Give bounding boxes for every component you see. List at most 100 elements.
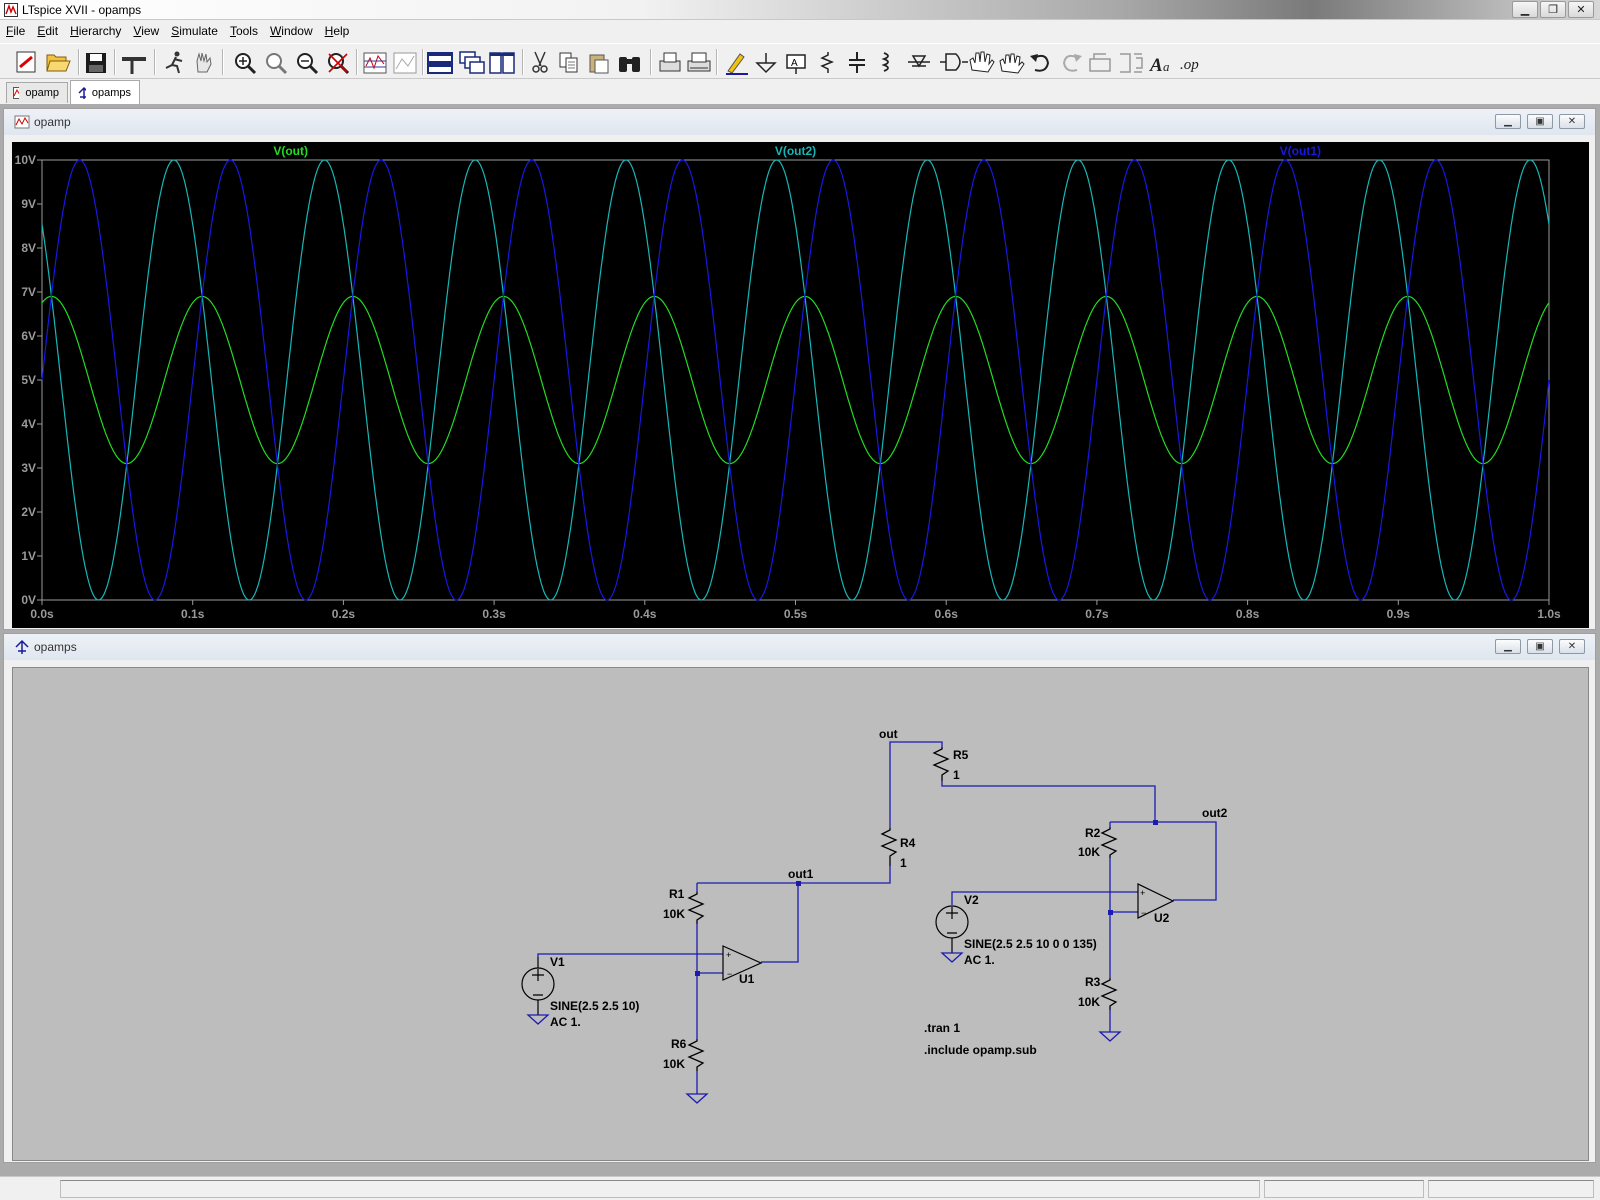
menu-simulate[interactable]: Simulate [171,24,218,38]
minimize-icon[interactable]: ▁ [1512,1,1538,18]
wire[interactable] [951,891,1138,905]
x-tick-label: 0.1s [181,607,205,621]
ground-symbol[interactable] [685,1093,709,1104]
trace-label[interactable]: V(out) [273,144,308,158]
paste-icon[interactable] [589,54,609,74]
print-icon[interactable] [687,52,711,72]
minimize-icon[interactable]: ▁ [1495,639,1521,654]
wire[interactable] [697,882,799,963]
menu-edit[interactable]: Edit [37,24,59,38]
diode-icon[interactable] [908,55,930,68]
control-panel-icon[interactable] [122,57,146,74]
schematic-canvas[interactable]: + − + − [12,667,1589,1161]
resistor-icon[interactable] [820,52,835,73]
mirror-icon[interactable] [1120,53,1143,73]
ground-symbol[interactable] [526,1014,550,1025]
inductor-icon[interactable] [881,52,889,72]
spice-directive-icon[interactable]: .op [1180,57,1199,73]
x-tick-label: 0.0s [30,607,54,621]
print-preview-icon[interactable] [659,52,681,72]
cut-icon[interactable] [532,51,548,73]
menu-window[interactable]: Window [269,24,313,38]
wire[interactable] [537,953,723,957]
move-icon[interactable] [969,51,995,73]
resistor-r5[interactable] [932,747,950,781]
wire[interactable] [696,883,723,1094]
wire[interactable] [941,781,1156,822]
trace-label[interactable]: V(out1) [1280,144,1321,158]
schematic-window-controls: ▁ ▣ ✕ [1495,639,1585,654]
resistor-r1[interactable] [687,892,705,924]
autorange-icon[interactable] [363,52,387,74]
drag-icon[interactable] [999,53,1025,74]
svg-text:−: − [1141,908,1146,918]
resistor-r2[interactable] [1100,827,1118,858]
wire[interactable] [1110,821,1217,901]
resistor-r3[interactable] [1100,978,1118,1010]
x-tick-label: 0.3s [482,607,506,621]
label-icon[interactable]: A [786,54,806,74]
ground-symbol[interactable] [940,952,964,963]
schematic-window-titlebar[interactable]: opamps ▁ ▣ ✕ [4,634,1595,660]
v2-ac: AC 1. [964,953,995,967]
close-icon[interactable]: ✕ [1568,1,1594,18]
zoom-full-icon[interactable] [266,53,288,75]
rotate-icon[interactable] [1089,53,1111,72]
spice-directive-tran[interactable]: .tran 1 [924,1021,960,1035]
maximize-icon[interactable]: ▣ [1527,114,1553,129]
net-label-out1[interactable]: out1 [788,867,814,881]
close-icon[interactable]: ✕ [1559,114,1585,129]
opamp-u2[interactable] [1137,883,1175,919]
resistor-r4[interactable] [880,828,898,866]
component-icon[interactable] [940,53,968,71]
cursor-icon[interactable] [393,52,417,74]
copy-icon[interactable] [559,52,578,73]
minimize-icon[interactable]: ▁ [1495,114,1521,129]
window-controls: ▁ ❐ ✕ [1512,1,1594,18]
waveform-window-titlebar[interactable]: opamp ▁ ▣ ✕ [4,109,1595,135]
menu-tools[interactable]: Tools [229,24,258,38]
restore-icon[interactable]: ❐ [1540,1,1566,18]
series-line-vout[interactable] [41,295,1550,465]
series-line-vout1[interactable] [41,159,1550,601]
save-icon[interactable] [86,53,106,73]
new-schematic-icon[interactable] [16,51,36,73]
menu-file[interactable]: File [6,24,26,38]
series-line-vout2[interactable] [41,159,1550,601]
net-label-out2[interactable]: out2 [1202,806,1228,820]
tab-opamps-schematic[interactable]: opamps [70,80,140,104]
wire-icon[interactable] [726,53,748,75]
open-icon[interactable] [46,54,71,72]
capacitor-icon[interactable] [849,52,865,73]
zoom-out-icon[interactable] [297,53,319,75]
svg-text:+: + [1140,888,1145,898]
opamp-u1[interactable] [722,945,763,981]
zoom-in-icon[interactable] [235,53,257,75]
ground-symbol[interactable] [1098,1031,1122,1042]
resistor-r6[interactable] [687,1039,705,1071]
halt-icon[interactable] [196,52,212,73]
net-label-out[interactable]: out [879,727,898,741]
undo-icon[interactable] [1030,54,1050,72]
maximize-icon[interactable]: ▣ [1527,639,1553,654]
wire[interactable] [798,866,891,884]
menu-view[interactable]: View [133,24,160,38]
tile-vertical-icon[interactable] [489,52,515,74]
zoom-cancel-icon[interactable] [328,53,350,75]
wire[interactable] [889,741,943,828]
spice-directive-include[interactable]: .include opamp.sub [924,1043,1037,1057]
ground-icon[interactable] [755,53,777,74]
close-icon[interactable]: ✕ [1559,639,1585,654]
tile-horizontal-icon[interactable] [427,52,453,74]
menu-hierarchy[interactable]: Hierarchy [70,24,122,38]
menu-help[interactable]: Help [324,24,350,38]
find-icon[interactable] [619,57,640,72]
redo-icon[interactable] [1062,54,1082,72]
run-icon[interactable] [165,51,183,74]
wire[interactable] [1109,822,1138,1032]
cascade-icon[interactable] [459,51,485,74]
tab-opamp-waveform[interactable]: opamp [6,82,68,103]
trace-label[interactable]: V(out2) [775,144,816,158]
